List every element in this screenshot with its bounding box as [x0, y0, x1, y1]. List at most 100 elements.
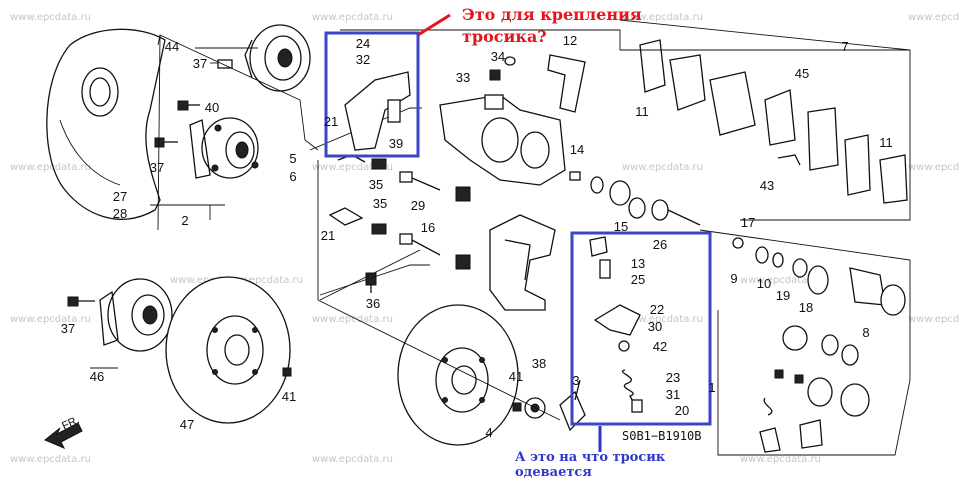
diagram-code: S0B1−B1910B [622, 429, 701, 443]
part-label: 36 [366, 296, 380, 311]
front-arrow: FR. [44, 414, 83, 449]
hub-44 [195, 24, 311, 92]
part-label: 22 [650, 302, 664, 317]
part-label: 35 [369, 177, 383, 192]
part-label: 21 [324, 114, 338, 129]
part-label: 41 [282, 389, 296, 404]
part-label: 11 [879, 135, 893, 150]
part-label: 25 [631, 272, 645, 287]
part-label: 31 [666, 387, 680, 402]
part-label: 2 [181, 213, 188, 228]
part-label: 11 [635, 104, 649, 119]
highlight-box-bottom [570, 231, 712, 426]
part-label: 24 [356, 36, 370, 51]
bleeder-33-34 [489, 56, 516, 81]
highlight-box-top [324, 31, 420, 158]
part-label: 17 [741, 215, 755, 230]
part-label: 41 [509, 369, 523, 384]
repair-kit-1 [759, 325, 870, 453]
watermark: www.epcdata.ru [10, 314, 91, 325]
part-label: 32 [356, 52, 370, 67]
piston-parts [569, 171, 701, 226]
annotation-pointer-red [417, 13, 451, 37]
watermark: www.epcdata.ru [740, 275, 821, 286]
watermark: www.epcdata.ru [10, 12, 91, 23]
part-label: 5 [289, 151, 296, 166]
watermark: www.epcdata.ru [10, 454, 91, 465]
part-label: 9 [730, 271, 737, 286]
watermark: www.epcdata.ru [312, 12, 393, 23]
annotation-top-line1: Это для крепления [462, 5, 642, 24]
watermark: www.epcdata.ru [908, 12, 960, 23]
part-label: 21 [321, 228, 335, 243]
brake-pads [639, 39, 908, 204]
part-label: 4 [485, 425, 492, 440]
part-label: 14 [570, 142, 584, 157]
hub-46 [67, 278, 173, 352]
watermark: www.epcdata.ru [312, 162, 393, 173]
parking-brake-parts [589, 236, 643, 413]
part-label: 44 [165, 39, 179, 54]
watermark: www.epcdata.ru [622, 12, 703, 23]
part-label: 23 [666, 370, 680, 385]
watermark: www.epcdata.ru [908, 162, 960, 173]
disc-47 [165, 276, 292, 424]
part-label: 3 [572, 373, 579, 388]
part-label: 12 [563, 33, 577, 48]
caliper-bracket [489, 214, 556, 311]
watermark: www.epcdata.ru [740, 454, 821, 465]
backing-plate [46, 28, 166, 220]
part-label: 37 [61, 321, 75, 336]
part-label: 18 [799, 300, 813, 315]
part-label: 10 [757, 276, 771, 291]
annotation-top-line2: тросика? [462, 27, 547, 46]
watermark: www.epcdata.ru [622, 162, 703, 173]
part-label: 40 [205, 100, 219, 115]
part-label: 30 [648, 319, 662, 334]
part-label: 46 [90, 369, 104, 384]
part-label: 8 [862, 325, 869, 340]
part-label: 45 [795, 66, 809, 81]
bracket-12 [547, 54, 586, 113]
part-label: 43 [760, 178, 774, 193]
part-label: 20 [675, 403, 689, 418]
piston-assembly-right [732, 237, 906, 316]
watermark: www.epcdata.ru [622, 314, 703, 325]
watermark: www.epcdata.ru [312, 454, 393, 465]
part-label: 35 [373, 196, 387, 211]
part-label: 37 [193, 56, 207, 71]
caliper-body [439, 94, 566, 186]
part-label: 27 [113, 189, 127, 204]
part-label: 38 [532, 356, 546, 371]
part-labels: 44 37 40 37 27 28 2 37 46 47 41 24 32 21… [61, 33, 893, 440]
watermark: www.epcdata.ru [10, 162, 91, 173]
annotation-bottom-line2: одевается [515, 465, 592, 479]
part-label: 33 [456, 70, 470, 85]
disc-4 [397, 304, 519, 446]
watermark: www.epcdata.ru [312, 314, 393, 325]
part-label: 19 [776, 288, 790, 303]
bolt-36 [365, 272, 377, 293]
part-label: 26 [653, 237, 667, 252]
part-label: 37 [150, 160, 164, 175]
watermark-layer: www.epcdata.ru www.epcdata.ru www.epcdat… [10, 12, 960, 465]
guide-pins [371, 158, 471, 270]
part-label: 42 [653, 339, 667, 354]
part-label: 29 [411, 198, 425, 213]
part-label: 15 [614, 219, 628, 234]
part-label: 34 [491, 49, 505, 64]
watermark: www.epcdata.ru [222, 275, 303, 286]
part-label: 16 [421, 220, 435, 235]
bolts-left [154, 100, 200, 148]
part-label: 13 [631, 256, 645, 271]
hub-bearing-2 [189, 117, 259, 179]
part-label: 7 [841, 39, 848, 54]
top-box-parts [344, 71, 411, 151]
part-label: 39 [389, 136, 403, 151]
part-label: 47 [180, 417, 194, 432]
part-label: 28 [113, 206, 127, 221]
part-label: 1 [708, 380, 715, 395]
watermark: www.epcdata.ru [908, 314, 960, 325]
annotation-bottom-line1: А это на что тросик [515, 450, 666, 465]
